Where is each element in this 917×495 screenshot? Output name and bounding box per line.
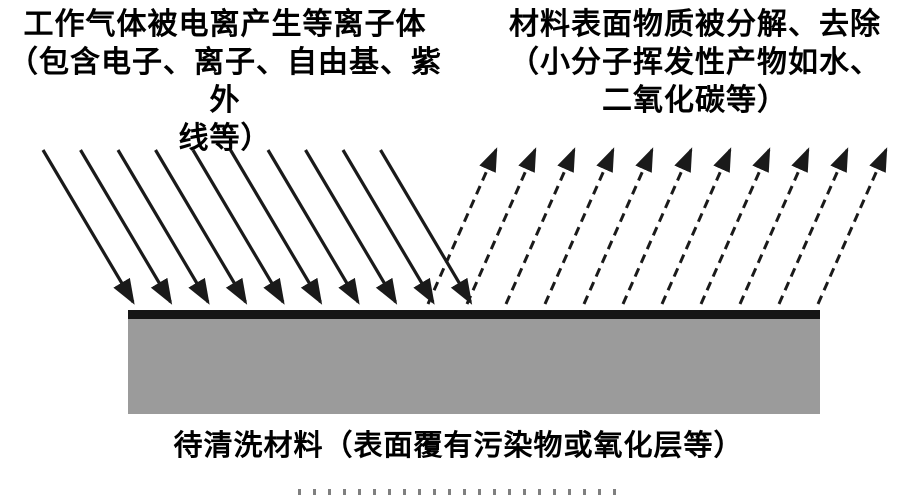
products-label: 材料表面物质被分解、去除 （小分子挥发性产物如水、 二氧化碳等） (476, 6, 914, 120)
substrate-material (128, 310, 820, 414)
plasma-label-line-2: （包含电子、离子、自由基、紫外 (8, 46, 442, 117)
cropped-text-sliver (298, 489, 628, 495)
incoming-plasma-arrows (41, 149, 473, 305)
plasma-label: 工作气体被电离产生等离子体 （包含电子、离子、自由基、紫外 线等） (6, 6, 444, 158)
substrate-caption: 待清洗材料（表面覆有污染物或氧化层等） (173, 430, 744, 462)
arrows-svg (41, 147, 888, 305)
plasma-label-line-3: 线等） (178, 122, 272, 155)
plasma-label-line-1: 工作气体被电离产生等离子体 (23, 8, 427, 41)
products-label-line-2: （小分子挥发性产物如水、 (509, 46, 881, 79)
outgoing-products-arrows (426, 147, 888, 305)
products-label-line-3: 二氧化碳等） (602, 84, 788, 117)
products-label-line-1: 材料表面物质被分解、去除 (509, 8, 881, 41)
